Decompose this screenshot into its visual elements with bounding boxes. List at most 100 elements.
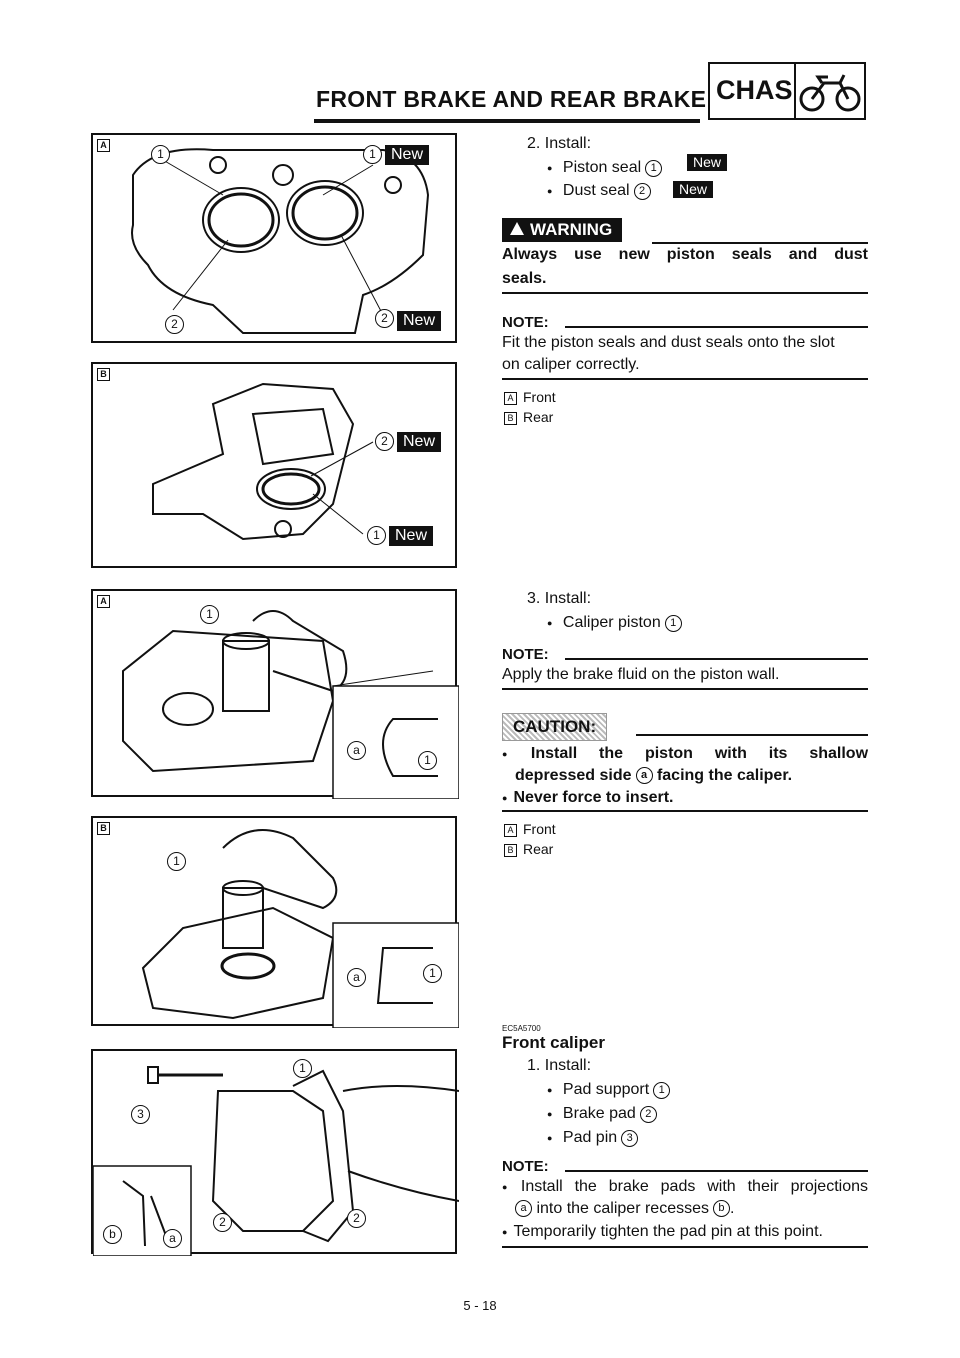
caution-badge: CAUTION: [502, 713, 608, 741]
caliper-rear-drawing [152, 382, 374, 541]
warning-icon [510, 222, 524, 235]
figure-rear-seals: B 2 New 1 New [91, 362, 457, 568]
section-code: EC5A5700 [502, 1024, 541, 1033]
caution-rule [636, 734, 868, 736]
legend-key: A [504, 391, 517, 405]
fc-step1-title: 1. Install: [527, 1057, 592, 1074]
new-tag: New [397, 311, 442, 331]
new-tag: New [385, 145, 430, 165]
motorcycle-icon [799, 74, 861, 112]
callout-2: 2 [213, 1213, 232, 1232]
section-box: CHAS [708, 62, 866, 120]
new-badge: New [673, 181, 714, 198]
caution-end-rule [502, 810, 868, 812]
step2-title: 2. Install: [527, 135, 592, 152]
callout-a: a [163, 1229, 182, 1248]
note-end-rule [502, 688, 868, 690]
note-end-rule [502, 1246, 868, 1248]
warning-rule [652, 242, 868, 244]
callout-1: 1 [363, 145, 382, 164]
caliper-piston-rear-drawing [141, 829, 459, 1028]
caliper-pads-drawing [93, 1066, 459, 1256]
warning-text-line2: seals. [502, 270, 547, 287]
fc-note-2: Temporarily tighten the pad pin at this … [502, 1221, 823, 1243]
figure-letter: A [97, 139, 110, 152]
caliper-piston-front-drawing [122, 610, 459, 799]
note-rule [565, 1170, 868, 1172]
mark-b: b [712, 1200, 730, 1218]
caliper-front-drawing [131, 148, 430, 334]
legend-key: B [504, 411, 517, 425]
figure-front-seals: A 1 1 New 2 2 New [91, 133, 457, 343]
callout-2: 2 [375, 309, 394, 328]
new-tag: New [397, 432, 442, 452]
new-tag: New [389, 526, 434, 546]
callout-a: a [347, 968, 366, 987]
item-num: 1 [653, 1081, 671, 1099]
legend-front: A Front [504, 818, 556, 840]
step3-title: 3. Install: [527, 590, 592, 607]
warning-label: WARNING [530, 220, 613, 239]
title-rule [314, 119, 700, 123]
item-num: 2 [633, 182, 651, 200]
item-label: Caliper piston [562, 614, 661, 632]
page-number: 5 - 18 [463, 1298, 497, 1313]
caution-item-2: Never force to insert. [502, 787, 673, 809]
figure-letter: B [97, 822, 110, 835]
figure-front-caliper-pads: 1 3 2 2 b a [91, 1049, 459, 1256]
caution-item-1: Install the piston with its shallow [502, 743, 868, 765]
callout-3: 3 [131, 1105, 150, 1124]
legend-text: Rear [523, 409, 554, 425]
note-label: NOTE: [502, 1158, 549, 1175]
note-text: . [729, 1200, 735, 1217]
section-heading: Front caliper [502, 1033, 605, 1052]
item-label: Brake pad [562, 1105, 636, 1123]
callout-a: a [347, 741, 366, 760]
item-label: Piston seal [562, 159, 642, 177]
note-rule [565, 326, 868, 328]
legend-text: Front [523, 821, 556, 837]
callout-1: 1 [151, 145, 170, 164]
figure-letter: A [97, 595, 110, 608]
item-label: Pad pin [562, 1129, 618, 1147]
callout-2: 2 [375, 432, 394, 451]
legend-rear: B Rear [504, 406, 553, 428]
new-badge: New [687, 154, 728, 171]
legend-key: A [504, 823, 517, 837]
mark-a: a [635, 767, 653, 785]
callout-1: 1 [423, 964, 442, 983]
item-label: Dust seal [562, 182, 630, 200]
item-label: Pad support [562, 1081, 650, 1099]
item-num: 2 [639, 1105, 657, 1123]
callout-2: 2 [165, 315, 184, 334]
note-end-rule [502, 378, 868, 380]
note-text: Apply the brake fluid on the piston wall… [502, 666, 780, 683]
legend-text: Front [523, 389, 556, 405]
figure-rear-piston: B 1 a 1 [91, 816, 459, 1028]
section-label: CHAS [716, 75, 793, 105]
note-text: into the caliper recesses [536, 1200, 709, 1217]
item-num: 1 [664, 614, 682, 632]
section-divider [794, 64, 796, 118]
callout-1: 1 [418, 751, 437, 770]
callout-1: 1 [367, 526, 386, 545]
note-label: NOTE: [502, 314, 549, 331]
figure-letter: B [97, 368, 110, 381]
note-text-line2: on caliper correctly. [502, 356, 640, 373]
warning-end-rule [502, 292, 868, 294]
callout-1: 1 [293, 1059, 312, 1078]
mark-a: a [515, 1200, 532, 1218]
item-num: 1 [645, 159, 663, 177]
note-rule [565, 658, 868, 660]
note-text-line1: Fit the piston seals and dust seals onto… [502, 334, 835, 351]
callout-1: 1 [167, 852, 186, 871]
callout-1: 1 [200, 605, 219, 624]
